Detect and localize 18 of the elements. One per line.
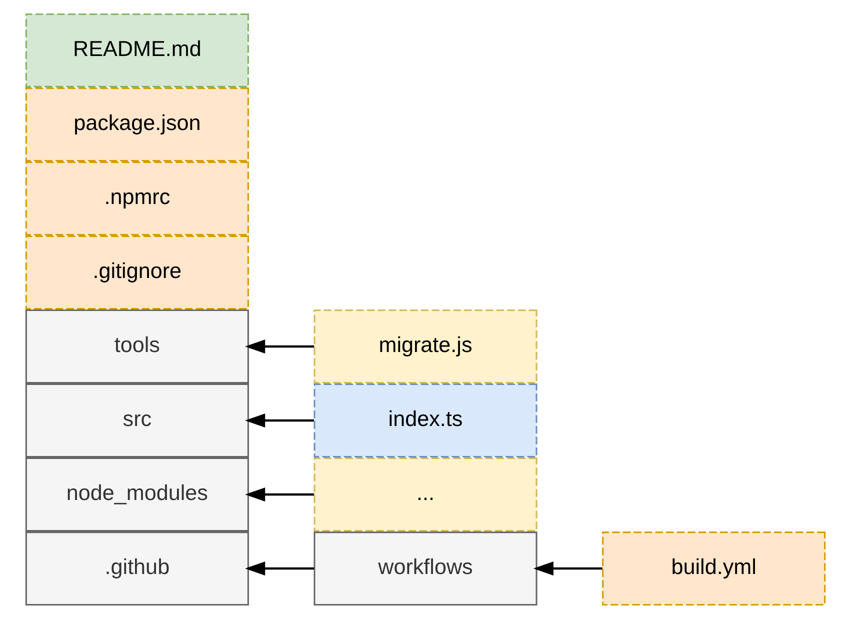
node-box: .github (24, 532, 248, 606)
node-box: README.md (24, 13, 248, 88)
node-box: index.ts (313, 384, 537, 458)
node-box: tools (24, 310, 248, 384)
arrow (244, 562, 314, 576)
arrow (244, 339, 314, 354)
arrow (244, 488, 314, 502)
node-box: ... (313, 458, 537, 532)
node-box: build.yml (602, 532, 826, 606)
node-box: src (24, 384, 248, 458)
arrow (532, 562, 602, 576)
node-box: .gitignore (24, 236, 248, 310)
arrow (244, 413, 314, 428)
node-box: workflows (313, 532, 537, 606)
node-box: migrate.js (313, 310, 537, 384)
node-box: package.json (24, 87, 248, 162)
node-box: .npmrc (24, 161, 248, 236)
node-box: node_modules (24, 458, 248, 532)
